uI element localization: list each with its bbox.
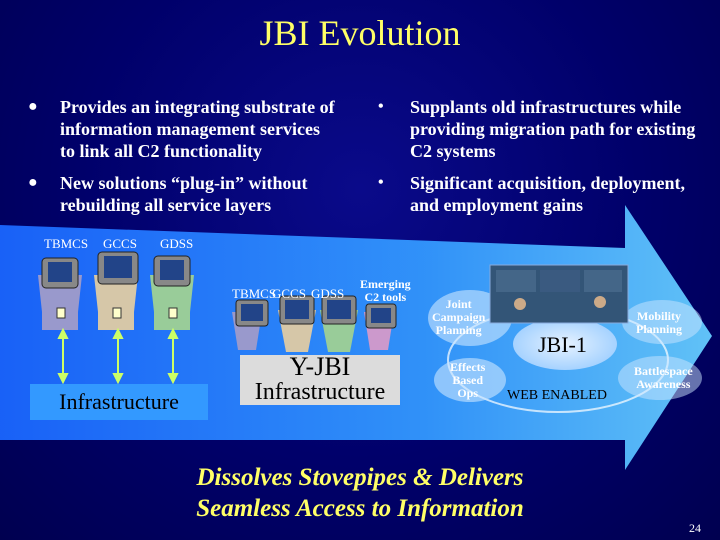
bullet-text: New solutions “plug-in” without rebuildi… xyxy=(60,173,308,215)
bullet-item: • Supplants old infrastructures while pr… xyxy=(374,96,714,162)
slide-title: JBI Evolution xyxy=(0,12,720,54)
jbi1-label: JBI-1 xyxy=(538,332,587,358)
bullet-marker: ● xyxy=(28,172,38,194)
page-number: 24 xyxy=(689,521,701,536)
bullet-marker: ● xyxy=(28,96,38,118)
bullet-text: Supplants old infrastructures while prov… xyxy=(410,97,695,161)
yjbi-tool-label-tbmcs: TBMCS xyxy=(232,286,276,302)
bullet-item: • Significant acquisition, deployment, a… xyxy=(374,172,714,216)
yjbi-box: Y-JBI Infrastructure xyxy=(240,355,400,405)
battlespace-awareness-label: Battlespace Awareness xyxy=(634,365,693,391)
effects-based-label: Effects Based Ops xyxy=(450,361,485,400)
bullet-item: ● New solutions “plug-in” without rebuil… xyxy=(24,172,374,216)
yjbi-title: Y-JBI xyxy=(240,355,400,379)
bullet-marker: • xyxy=(378,172,384,194)
yjbi-subtitle: Infrastructure xyxy=(240,379,400,405)
bullet-item: ● Provides an integrating substrate of i… xyxy=(24,96,374,162)
yjbi-tool-label-gdss: GDSS xyxy=(311,286,344,302)
bullet-marker: • xyxy=(378,96,384,118)
bullet-column-right: • Supplants old infrastructures while pr… xyxy=(374,96,714,226)
stovepipe-label-gccs: GCCS xyxy=(103,236,137,252)
infrastructure-box: Infrastructure xyxy=(30,384,208,420)
web-enabled-label: WEB ENABLED xyxy=(507,388,607,404)
stovepipe-label-gdss: GDSS xyxy=(160,236,193,252)
joint-campaign-label: Joint Campaign Planning xyxy=(432,298,485,337)
yjbi-tool-label-gccs: GCCS xyxy=(272,286,306,302)
bullet-column-left: ● Provides an integrating substrate of i… xyxy=(24,96,374,226)
emerging-tools-label: Emerging C2 tools xyxy=(360,278,411,304)
closing-statement: Dissolves Stovepipes & Delivers Seamless… xyxy=(150,462,570,524)
stovepipe-label-tbmcs: TBMCS xyxy=(44,236,88,252)
bullet-text: Significant acquisition, deployment, and… xyxy=(410,173,685,215)
bullet-text: Provides an integrating substrate of inf… xyxy=(60,97,335,161)
mobility-planning-label: Mobility Planning xyxy=(636,310,682,336)
